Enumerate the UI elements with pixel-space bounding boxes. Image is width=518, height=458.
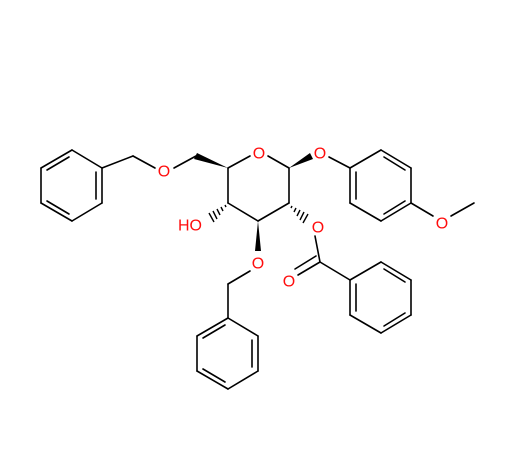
anomeric-oxygen-label: O bbox=[314, 146, 326, 163]
c6-benzyl-phenyl-ring bbox=[40, 149, 103, 222]
hash-c2-o bbox=[290, 205, 309, 224]
wedge-c1-anomeric-o bbox=[289, 153, 313, 168]
bond-c5-o-ring bbox=[227, 155, 251, 169]
ring-oxygen-label: O bbox=[253, 146, 265, 163]
bond-carbonyl-c-phenyl bbox=[319, 261, 351, 281]
bond-c3-c4 bbox=[227, 202, 259, 222]
c3-benzyl-oxygen-label: O bbox=[252, 256, 264, 273]
c3-benzyl-phenyl-ring bbox=[196, 317, 259, 390]
c6-benzyl-group bbox=[40, 149, 197, 222]
carbonyl-oxygen-label: O bbox=[283, 274, 295, 291]
bond-o-ring-c1 bbox=[267, 155, 290, 169]
bond-ch2-phenyl-c6 bbox=[101, 155, 134, 169]
pyranose-ring bbox=[227, 155, 290, 222]
c6-benzyl-oxygen-label: O bbox=[158, 164, 170, 181]
ester-oxygen-label: O bbox=[312, 220, 324, 237]
bond-o-ch2 bbox=[132, 155, 156, 169]
methoxyphenyl-ring bbox=[349, 149, 412, 222]
benzoate-group bbox=[294, 235, 412, 334]
bond-aryl-methoxy-o bbox=[410, 202, 434, 217]
benzoyl-phenyl-ring bbox=[349, 261, 412, 334]
wedge-c5-c6 bbox=[194, 153, 228, 168]
bond-c3-o-ch2 bbox=[227, 270, 251, 285]
bond-c2-c3 bbox=[257, 202, 290, 222]
bond-methoxy-o-ch3 bbox=[450, 202, 475, 217]
hash-c4-oh bbox=[208, 204, 227, 223]
bond-carbonyl-double-2 bbox=[294, 255, 317, 270]
wedge-c3-o bbox=[255, 221, 261, 251]
bond-ester-o-carbonyl-c bbox=[314, 235, 321, 263]
methoxy-oxygen-label: O bbox=[436, 216, 448, 233]
bond-anomeric-o-aryl bbox=[328, 156, 351, 169]
bond-c6-o bbox=[173, 155, 197, 169]
hydroxyl-label: HO bbox=[178, 218, 202, 235]
p-methoxyphenyl-group bbox=[328, 149, 475, 222]
bond-carbonyl-double-1 bbox=[297, 261, 321, 276]
c3-benzyl-group bbox=[196, 270, 259, 390]
